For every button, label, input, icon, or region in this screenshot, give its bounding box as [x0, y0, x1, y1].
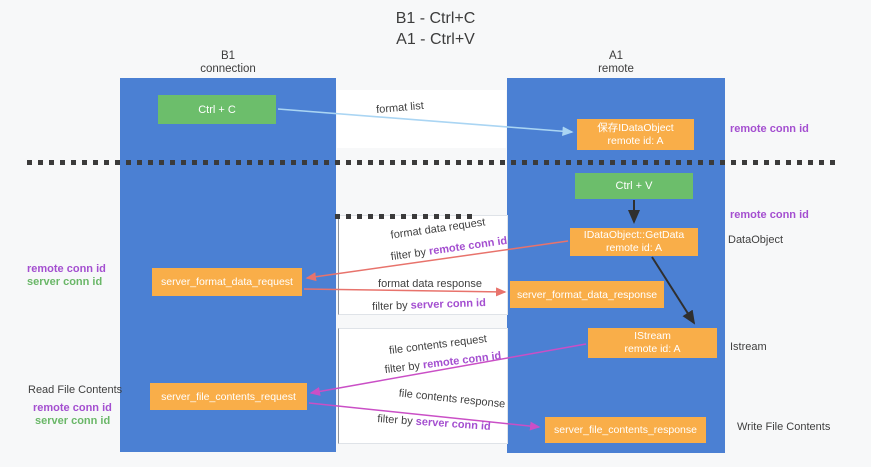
right-column-subtitle: remote — [598, 63, 634, 75]
remote-conn-id-label-left-2: remote conn id — [33, 402, 112, 414]
istream-line1: IStream — [634, 330, 671, 342]
dashed-divider-short — [335, 214, 478, 219]
server-file-contents-request-box: server_file_contents_request — [150, 383, 307, 410]
format-data-response-label: format data response — [378, 278, 482, 290]
server-format-data-response-box: server_format_data_response — [510, 281, 664, 308]
write-file-contents-label: Write File Contents — [737, 421, 831, 433]
server-format-data-request-box: server_format_data_request — [152, 268, 302, 296]
right-column-name: A1 — [608, 50, 624, 62]
ctrl-c-box: Ctrl + C — [158, 95, 276, 124]
right-column-header: A1 remote — [507, 50, 725, 76]
remote-conn-id-label-right-1: remote conn id — [730, 123, 809, 135]
getdata-line2: remote id: A — [605, 242, 663, 254]
save-idataobject-line1: 保存IDataObject — [597, 121, 674, 134]
istream-box: IStream remote id: A — [588, 328, 717, 358]
dataobject-label: DataObject — [728, 234, 784, 246]
save-idataobject-box: 保存IDataObject remote id: A — [577, 119, 694, 150]
read-file-contents-block: Read File Contents remote conn id server… — [28, 384, 122, 428]
filter-by-text: filter by — [371, 299, 411, 313]
title-line-1: B1 - Ctrl+C — [395, 10, 476, 27]
dashed-divider — [27, 160, 835, 165]
getdata-line1: IDataObject::GetData — [583, 229, 685, 241]
remote-conn-id-label-left-1: remote conn id — [27, 263, 106, 275]
remote-conn-id-label-right-2: remote conn id — [730, 209, 809, 221]
server-file-contents-response-box: server_file_contents_response — [545, 417, 706, 443]
left-column-name: B1 — [220, 50, 236, 62]
left-column-subtitle: connection — [200, 63, 256, 75]
title-line-2: A1 - Ctrl+V — [396, 31, 475, 48]
istream-label: Istream — [730, 341, 767, 353]
istream-line2: remote id: A — [624, 343, 681, 355]
server-conn-id-label-left-2: server conn id — [35, 415, 111, 427]
ctrl-v-box: Ctrl + V — [575, 173, 693, 199]
label-panel-top — [337, 90, 506, 148]
read-file-contents-label: Read File Contents — [28, 384, 123, 396]
save-idataobject-line2: remote id: A — [607, 134, 664, 147]
left-column-header: B1 connection — [120, 50, 336, 76]
idataobject-getdata-box: IDataObject::GetData remote id: A — [570, 228, 698, 256]
conn-id-labels-left-1: remote conn id server conn id — [27, 263, 106, 289]
diagram-title: B1 - Ctrl+C A1 - Ctrl+V — [0, 8, 871, 50]
server-conn-id-label-left-1: server conn id — [27, 276, 103, 288]
